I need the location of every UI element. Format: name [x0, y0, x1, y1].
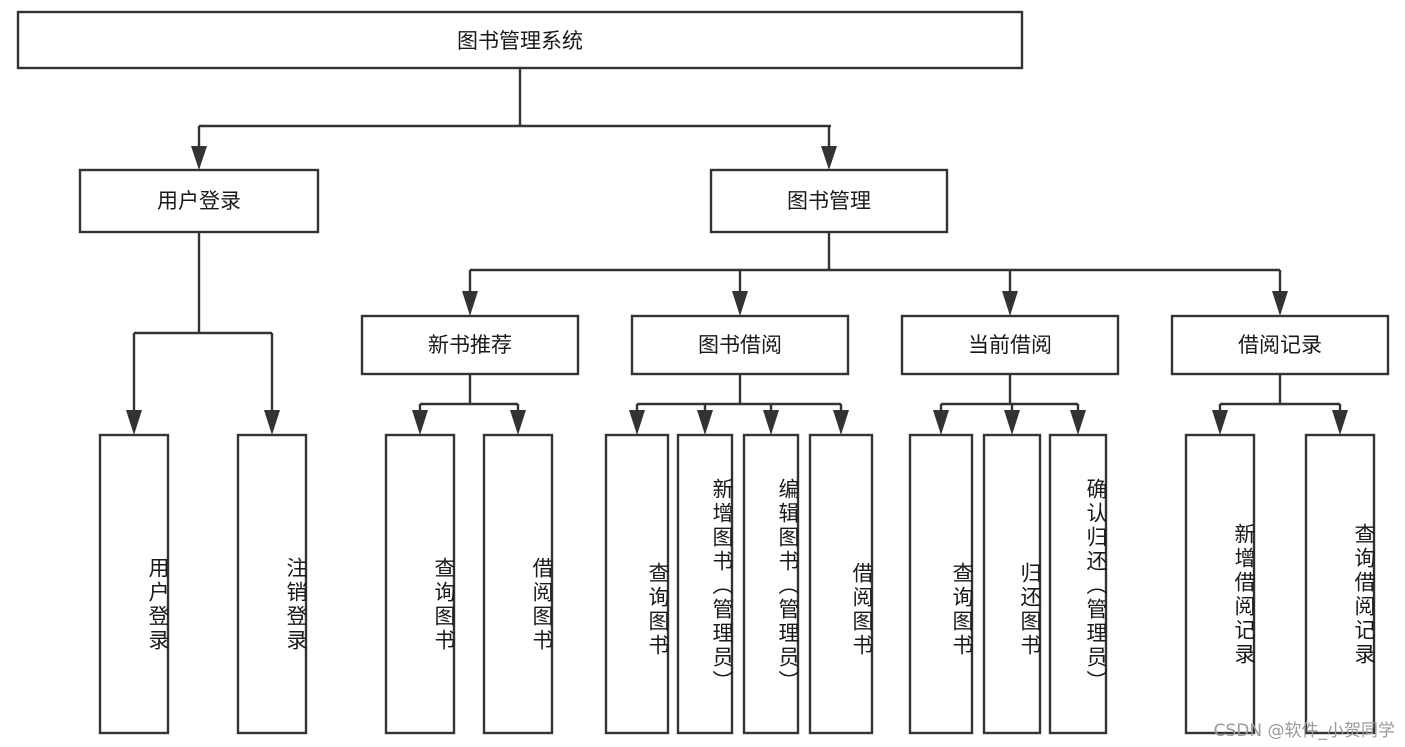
node-leaf-add-record-box[interactable]	[1184, 433, 1256, 735]
node-leaf-edit-book-box[interactable]	[742, 433, 800, 735]
node-user-login-box[interactable]	[78, 168, 320, 234]
arrowhead-current-borrow	[1002, 291, 1018, 316]
node-book-manage-box[interactable]	[709, 168, 949, 234]
arrowhead-book-borrow	[732, 291, 748, 316]
node-root-label: 图书管理系统	[457, 29, 583, 53]
arrowhead-leaf-logout	[264, 410, 280, 435]
csdn-watermark: CSDN @软件_小贺同学	[1213, 721, 1395, 741]
node-current-borrow[interactable]: 当前借阅	[900, 314, 1120, 376]
node-leaf-user-login-box[interactable]	[98, 433, 170, 735]
arrowhead-leaf-borrow-book-2	[833, 410, 849, 435]
node-leaf-logout-box[interactable]	[236, 433, 308, 735]
node-book-manage-label: 图书管理	[787, 189, 871, 213]
node-new-book-rec[interactable]: 新书推荐	[360, 314, 580, 376]
node-borrow-record[interactable]: 借阅记录	[1170, 314, 1390, 376]
arrowhead-leaf-add-record	[1212, 410, 1228, 435]
leaf-boxes-group	[98, 433, 1376, 735]
node-book-borrow-box[interactable]	[630, 314, 850, 376]
node-user-login[interactable]: 用户登录	[78, 168, 320, 234]
connector-group-new-book-rec	[412, 374, 526, 435]
node-current-borrow-label: 当前借阅	[968, 333, 1052, 357]
node-root[interactable]: 图书管理系统	[16, 10, 1024, 70]
arrowhead-leaf-confirm-return	[1070, 410, 1086, 435]
connector-group-borrow-record	[1212, 374, 1348, 435]
node-leaf-add-book-box[interactable]	[676, 433, 734, 735]
connector-group-current-borrow	[933, 374, 1086, 435]
connector-group-book-borrow	[629, 374, 849, 435]
node-book-borrow-label: 图书借阅	[698, 333, 782, 357]
node-new-book-rec-label: 新书推荐	[428, 333, 512, 357]
node-root-box[interactable]	[16, 10, 1024, 70]
arrowhead-leaf-query-record	[1332, 410, 1348, 435]
node-new-book-rec-box[interactable]	[360, 314, 580, 376]
arrowhead-user-login	[191, 146, 207, 170]
node-user-login-label: 用户登录	[157, 189, 241, 213]
arrowhead-leaf-add-book	[697, 410, 713, 435]
node-leaf-confirm-return-box[interactable]	[1048, 433, 1108, 735]
arrowhead-leaf-user-login	[126, 410, 142, 435]
arrowhead-leaf-edit-book	[763, 410, 779, 435]
arrowhead-leaf-query-book-2	[629, 410, 645, 435]
arrowhead-book-manage	[821, 146, 837, 170]
node-leaf-borrow-book-1-box[interactable]	[482, 433, 554, 735]
node-borrow-record-box[interactable]	[1170, 314, 1390, 376]
arrowhead-leaf-query-book-1	[412, 410, 428, 435]
connector-group-root	[191, 68, 837, 170]
connector-group-user-login	[126, 232, 280, 435]
node-leaf-query-book-2-box[interactable]	[604, 433, 670, 735]
node-leaf-query-book-3-box[interactable]	[908, 433, 974, 735]
node-book-manage[interactable]: 图书管理	[709, 168, 949, 234]
arrowhead-new-book-rec	[462, 291, 478, 316]
arrowhead-leaf-return-book	[1004, 410, 1020, 435]
node-borrow-record-label: 借阅记录	[1238, 333, 1322, 357]
arrowhead-leaf-borrow-book-1	[510, 410, 526, 435]
node-leaf-query-record-box[interactable]	[1304, 433, 1376, 735]
node-leaf-query-book-1-box[interactable]	[384, 433, 456, 735]
arrowhead-leaf-query-book-3	[933, 410, 949, 435]
connector-group-book-manage	[462, 232, 1288, 316]
arrowhead-borrow-record	[1272, 291, 1288, 316]
node-book-borrow[interactable]: 图书借阅	[630, 314, 850, 376]
node-current-borrow-box[interactable]	[900, 314, 1120, 376]
node-leaf-return-book-box[interactable]	[982, 433, 1042, 735]
node-leaf-borrow-book-2-box[interactable]	[808, 433, 874, 735]
